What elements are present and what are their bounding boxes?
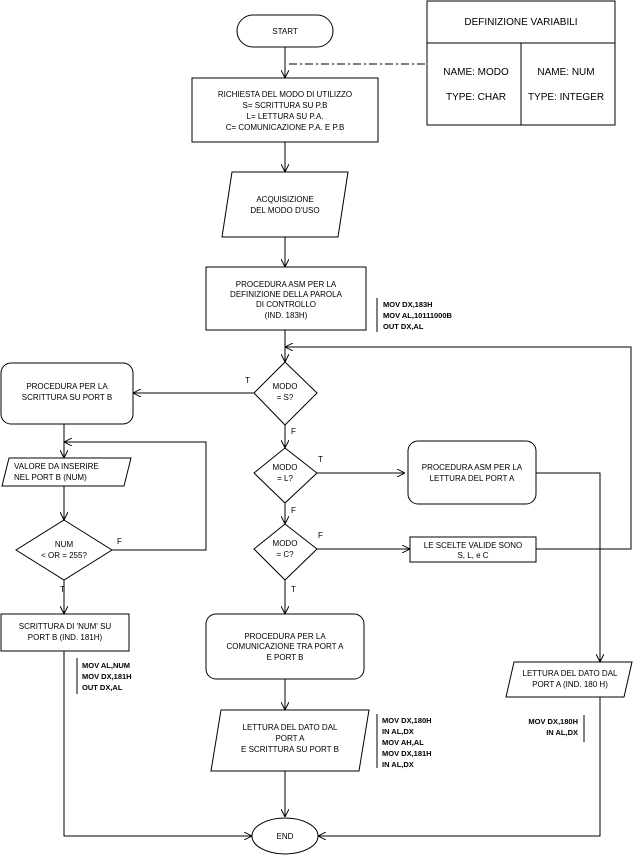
dec-c-line-1: MODO bbox=[273, 539, 298, 548]
read-a-write-b-io: LETTURA DEL DATO DAL PORT A E SCRITTURA … bbox=[210, 709, 370, 772]
code-comm-2: IN AL,DX bbox=[382, 727, 414, 736]
start-label: START bbox=[272, 27, 298, 36]
decision-mode-c: MODO = C? F T bbox=[253, 523, 323, 594]
dec-s-true-label: T bbox=[245, 376, 250, 385]
dec-c-line-2: = C? bbox=[276, 550, 294, 559]
request-mode-process: RICHIESTA DEL MODO DI UTILIZZO S= SCRITT… bbox=[191, 77, 379, 143]
code-ctrl-3: OUT DX,AL bbox=[383, 322, 424, 331]
code-read-1: MOV DX,180H bbox=[528, 717, 578, 726]
decision-mode-l: MODO = L? T F bbox=[253, 447, 323, 515]
dec-s-line-2: = S? bbox=[277, 393, 294, 402]
asm-def-line-2: DEFINIZIONE DELLA PAROLA bbox=[230, 290, 343, 299]
dec-l-line-2: = L? bbox=[277, 474, 293, 483]
valid-line-2: S, L, e C bbox=[457, 551, 488, 560]
code-write-2: MOV DX,181H bbox=[82, 672, 132, 681]
acquire-line-2: DEL MODO D'USO bbox=[250, 206, 319, 215]
write-num-line-2: PORT B (IND. 181H) bbox=[28, 633, 103, 642]
dec-s-line-1: MODO bbox=[273, 382, 298, 391]
code-write-num: MOV AL,NUM MOV DX,181H OUT DX,AL bbox=[76, 658, 132, 694]
decision-mode-s: MODO = S? T F bbox=[245, 361, 318, 436]
code-control-word: MOV DX,183H MOV AL,10111000B OUT DX,AL bbox=[376, 298, 453, 332]
var-num-type: TYPE: INTEGER bbox=[528, 92, 604, 103]
var-num-name: NAME: NUM bbox=[537, 67, 594, 78]
code-read-a: MOV DX,180H IN AL,DX bbox=[528, 715, 585, 742]
proc-comm-line-1: PROCEDURA PER LA bbox=[244, 632, 326, 641]
request-line-3: L= LETTURA SU P.A. bbox=[247, 112, 324, 121]
var-modo-type: TYPE: CHAR bbox=[446, 92, 506, 103]
read-port-a-io: LETTURA DEL DATO DAL PORT A (IND. 180 H) bbox=[505, 661, 633, 698]
proc-comm-line-2: COMUNICAZIONE TRA PORT A bbox=[227, 642, 345, 651]
start-terminator: START bbox=[236, 14, 334, 48]
proc-write-b-line-1: PROCEDURA PER LA bbox=[26, 382, 108, 391]
variable-definitions: DEFINIZIONE VARIABILI NAME: MODO TYPE: C… bbox=[426, 0, 616, 126]
variables-title: DEFINIZIONE VARIABILI bbox=[464, 17, 577, 28]
valid-line-1: LE SCELTE VALIDE SONO bbox=[424, 541, 522, 550]
read-write-line-3: E SCRITTURA SU PORT B bbox=[241, 745, 339, 754]
input-num-line-1: VALORE DA INSERIRE bbox=[14, 462, 99, 471]
asm-def-line-4: (IND. 183H) bbox=[265, 311, 308, 320]
dec-l-line-1: MODO bbox=[273, 463, 298, 472]
write-num-line-1: SCRITTURA DI 'NUM' SU bbox=[19, 622, 112, 631]
dec-s-false-label: F bbox=[291, 427, 296, 436]
code-communication: MOV DX,180H IN AL,DX MOV AH,AL MOV DX,18… bbox=[376, 714, 432, 769]
code-comm-5: IN AL,DX bbox=[382, 760, 414, 769]
dec-num-true-label: T bbox=[60, 585, 65, 594]
dec-l-false-label: F bbox=[291, 506, 296, 515]
input-num-line-2: NEL PORT B (NUM) bbox=[14, 473, 87, 482]
proc-read-port-a: PROCEDURA ASM PER LA LETTURA DEL PORT A bbox=[407, 440, 537, 505]
decision-num-range: NUM < OR = 255? F T bbox=[15, 519, 122, 594]
asm-control-word-process: PROCEDURA ASM PER LA DEFINIZIONE DELLA P… bbox=[205, 266, 367, 331]
code-write-3: OUT DX,AL bbox=[82, 683, 123, 692]
asm-def-line-1: PROCEDURA ASM PER LA bbox=[236, 280, 337, 289]
end-terminator: END bbox=[251, 817, 319, 855]
end-label: END bbox=[277, 832, 294, 841]
request-line-2: S= SCRITTURA SU P.B bbox=[243, 101, 328, 110]
dec-num-line-1: NUM bbox=[55, 540, 74, 549]
code-read-2: IN AL,DX bbox=[546, 728, 578, 737]
request-line-4: C= COMUNICAZIONE P.A. E P.B bbox=[226, 123, 345, 132]
read-write-line-2: PORT A bbox=[275, 734, 305, 743]
proc-write-port-b: PROCEDURA PER LA SCRITTURA SU PORT B bbox=[0, 362, 134, 425]
code-comm-4: MOV DX,181H bbox=[382, 749, 432, 758]
acquire-line-1: ACQUISIZIONE bbox=[256, 195, 313, 204]
dec-num-false-label: F bbox=[117, 537, 122, 546]
read-a-line-1: LETTURA DEL DATO DAL bbox=[523, 669, 619, 678]
read-write-line-1: LETTURA DEL DATO DAL bbox=[243, 723, 339, 732]
proc-write-b-line-2: SCRITTURA SU PORT B bbox=[22, 393, 112, 402]
input-num: VALORE DA INSERIRE NEL PORT B (NUM) bbox=[1, 457, 132, 487]
code-comm-1: MOV DX,180H bbox=[382, 716, 432, 725]
connectors bbox=[64, 47, 632, 836]
dec-c-false-label: F bbox=[318, 531, 323, 540]
code-write-1: MOV AL,NUM bbox=[82, 661, 130, 670]
dec-c-true-label: T bbox=[291, 585, 296, 594]
acquire-mode-input: ACQUISIZIONE DEL MODO D'USO bbox=[221, 171, 349, 238]
dec-l-true-label: T bbox=[318, 455, 323, 464]
code-comm-3: MOV AH,AL bbox=[382, 738, 424, 747]
asm-def-line-3: DI CONTROLLO bbox=[256, 300, 316, 309]
code-ctrl-2: MOV AL,10111000B bbox=[383, 311, 453, 320]
proc-read-a-line-1: PROCEDURA ASM PER LA bbox=[422, 463, 523, 472]
write-num-port-b: SCRITTURA DI 'NUM' SU PORT B (IND. 181H) bbox=[0, 613, 130, 652]
proc-comm-line-3: E PORT B bbox=[266, 653, 303, 662]
proc-communication-a-b: PROCEDURA PER LA COMUNICAZIONE TRA PORT … bbox=[205, 613, 365, 680]
valid-choices-message: LE SCELTE VALIDE SONO S, L, e C bbox=[409, 536, 537, 563]
request-line-1: RICHIESTA DEL MODO DI UTILIZZO bbox=[218, 90, 352, 99]
proc-read-a-line-2: LETTURA DEL PORT A bbox=[430, 474, 515, 483]
dec-num-line-2: < OR = 255? bbox=[41, 551, 87, 560]
code-ctrl-1: MOV DX,183H bbox=[383, 300, 433, 309]
var-modo-name: NAME: MODO bbox=[443, 67, 509, 78]
read-a-line-2: PORT A (IND. 180 H) bbox=[532, 680, 608, 689]
